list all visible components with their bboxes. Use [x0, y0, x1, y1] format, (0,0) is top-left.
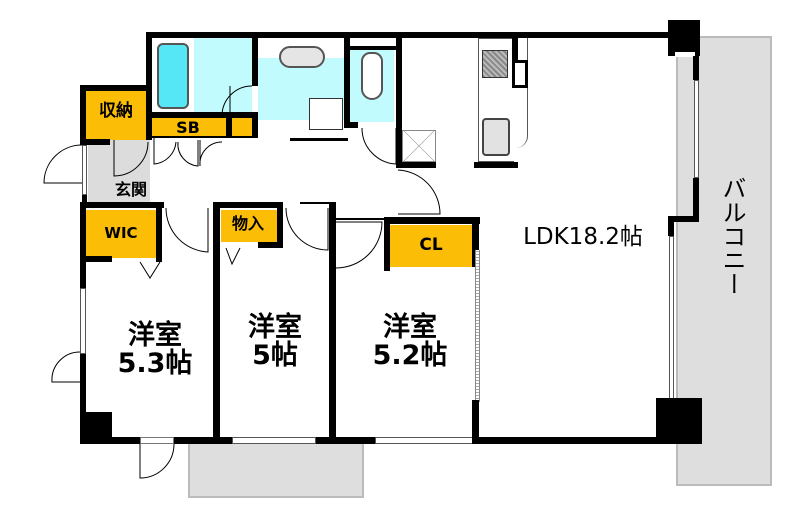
wall: [252, 38, 258, 86]
stove-icon: [482, 50, 508, 78]
walk-in-closet-label: WIC: [104, 224, 138, 242]
wall: [396, 162, 436, 168]
wall: [80, 139, 110, 145]
room-2-label: 洋室 5帖: [220, 312, 330, 372]
wall: [146, 112, 258, 118]
fridge-space: [402, 130, 436, 162]
room-3-label: 洋室 5.2帖: [350, 312, 470, 372]
shoe-box: [152, 118, 226, 138]
wall: [300, 202, 336, 204]
room-3-size: 5.2帖: [372, 340, 448, 372]
wall: [693, 178, 699, 222]
room-1-label: 洋室 5.3帖: [100, 320, 210, 380]
room-1-size: 5.3帖: [117, 348, 193, 380]
wall: [156, 202, 162, 262]
wall: [344, 38, 350, 126]
wall: [512, 60, 528, 88]
closet-storage: [221, 210, 277, 242]
wall: [80, 202, 86, 290]
wall: [384, 217, 390, 271]
shoe-box-small: [232, 118, 252, 138]
wall: [693, 56, 699, 80]
wall: [329, 202, 336, 444]
wall: [80, 85, 86, 145]
room-3-name: 洋室: [383, 312, 437, 343]
wall: [82, 195, 87, 207]
balcony-text: バルコニー: [718, 176, 746, 296]
column: [80, 412, 112, 444]
entrance-label: 玄関: [114, 180, 147, 199]
wall: [474, 162, 518, 168]
ldk-label: LDK18.2帖: [523, 224, 643, 250]
toilet-icon: [361, 52, 383, 100]
walk-in-closet: [86, 210, 156, 258]
room-2-name: 洋室: [248, 312, 302, 343]
wall: [668, 216, 699, 222]
wall: [258, 242, 283, 248]
wall: [668, 216, 674, 236]
wall: [213, 202, 220, 444]
wall: [472, 400, 479, 444]
wall: [277, 202, 283, 248]
column: [668, 20, 700, 56]
wall: [80, 85, 152, 91]
shoe-box-label: SB: [176, 118, 200, 137]
window: [80, 288, 86, 354]
entrance-door-frame: [82, 145, 87, 195]
wall: [80, 202, 164, 208]
window: [232, 437, 316, 444]
entrance-floor: [88, 140, 150, 202]
room-2-size: 5帖: [252, 340, 298, 372]
closet-label: CL: [419, 235, 443, 255]
balcony-south: [188, 440, 364, 498]
wall: [80, 256, 112, 262]
wall: [396, 38, 402, 166]
wall: [213, 202, 283, 208]
wall: [80, 354, 86, 444]
wall: [384, 217, 480, 224]
wall: [146, 136, 258, 138]
wall: [512, 38, 518, 66]
wall: [146, 32, 686, 38]
closet-storage-label: 物入: [231, 214, 264, 233]
column-notch: [675, 52, 695, 57]
column: [656, 398, 702, 444]
wall: [344, 122, 358, 128]
wall: [252, 118, 258, 138]
storage-box: [86, 90, 146, 140]
sliding-door: [475, 250, 480, 402]
bathtub-icon: [157, 43, 189, 109]
wall: [334, 218, 384, 220]
wall: [472, 217, 479, 267]
washbasin-icon: [279, 46, 325, 68]
window: [694, 80, 699, 178]
wall: [226, 118, 232, 138]
closet: [390, 225, 472, 267]
storage-label: 収納: [99, 101, 133, 121]
balcony-label: バルコニー: [704, 176, 746, 296]
washing-machine-pan-icon: [309, 98, 343, 130]
window-gap: [140, 437, 174, 444]
wall: [350, 46, 400, 50]
wall: [290, 138, 348, 141]
room-1-name: 洋室: [128, 320, 182, 351]
sink-icon: [482, 118, 510, 156]
